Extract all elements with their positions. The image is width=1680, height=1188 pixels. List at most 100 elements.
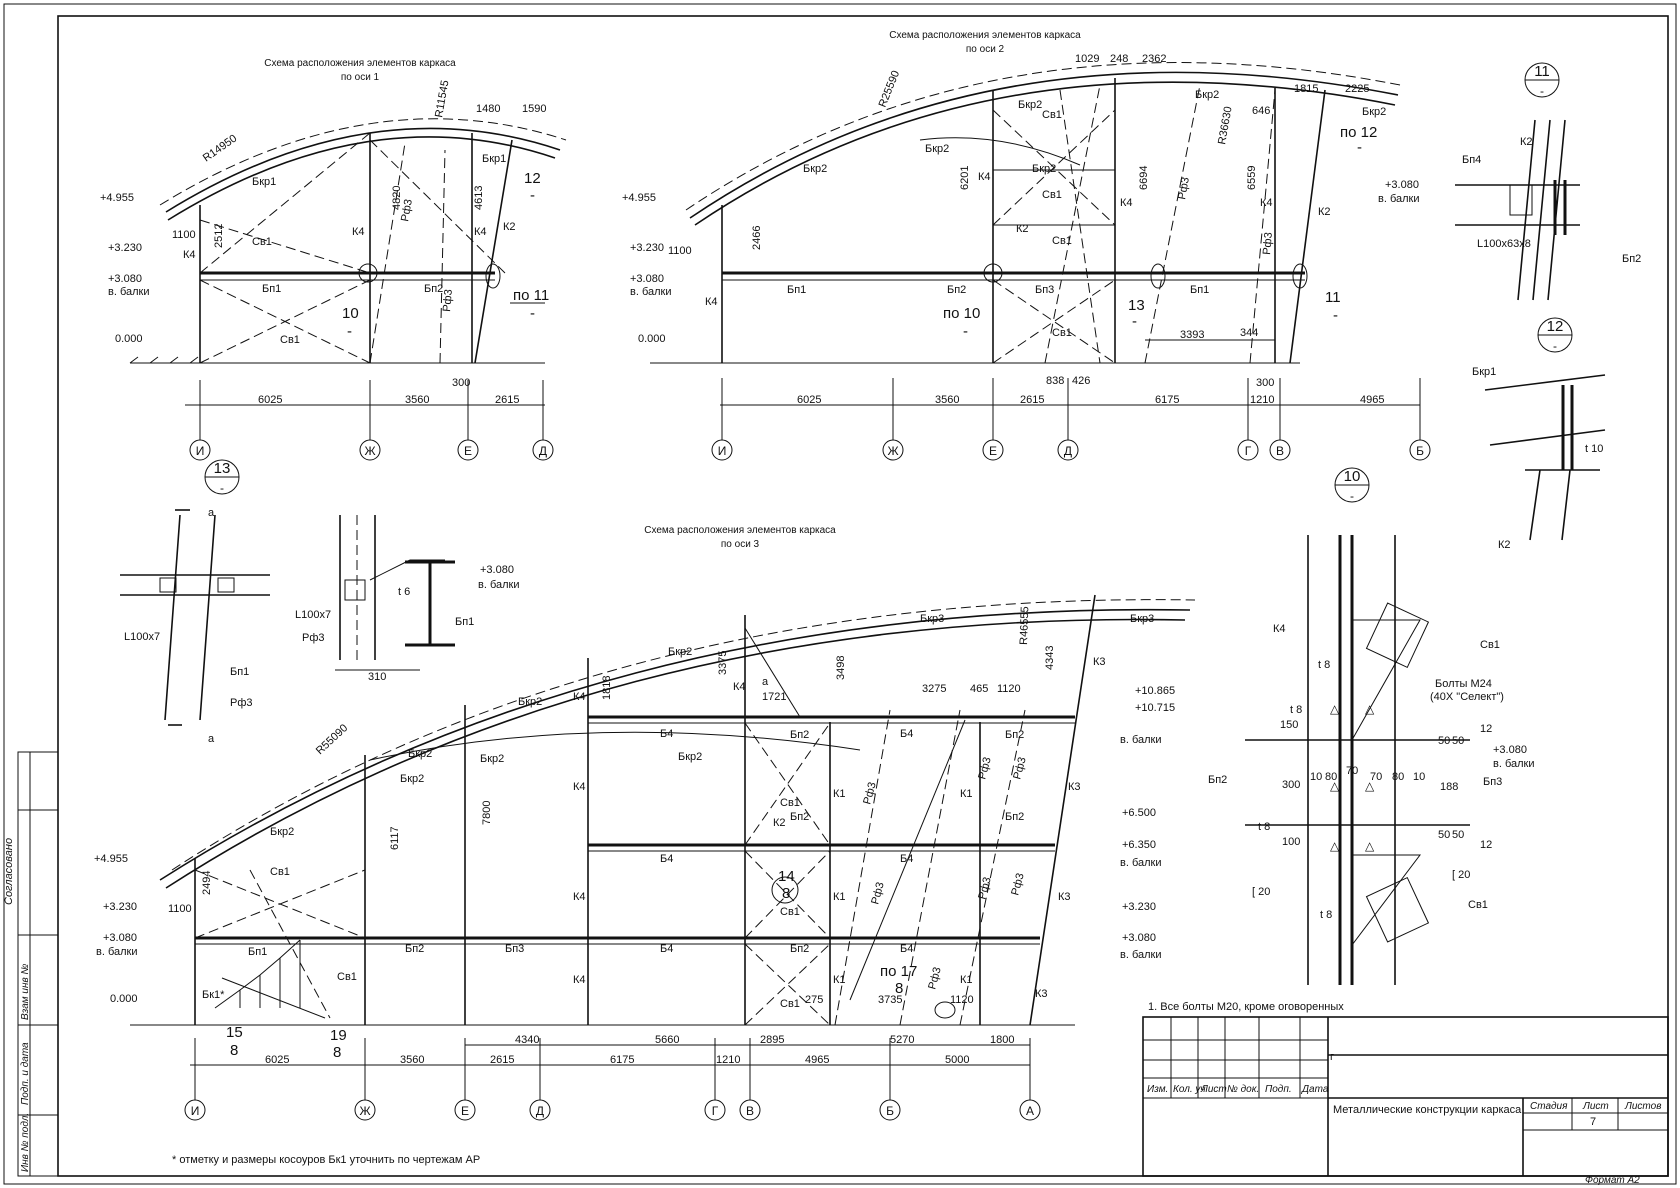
v3-axis-bubble — [704, 1099, 726, 1121]
tb-col-doc: № док. — [1227, 1084, 1259, 1095]
v3-level-6350: +6.350 — [1122, 839, 1156, 851]
v3-callout-14-sub: 8 — [782, 885, 790, 902]
v2-axis-label: И — [718, 444, 727, 458]
saa-angle: L100x7 — [295, 609, 331, 621]
v3-axis-label: И — [191, 1104, 200, 1118]
v3-element-label: К4 — [573, 974, 586, 986]
v3-element-label: Бк1* — [202, 989, 225, 1001]
v3-element-label: Бп2 — [790, 729, 809, 741]
v2-el-sv1b: Св1 — [1042, 189, 1062, 201]
v2-vdim-646: 646 — [1252, 105, 1270, 117]
v2-el-bkr2b: Бкр2 — [925, 143, 949, 155]
v1-level-vbalki: в. балки — [108, 286, 150, 298]
v3-level-3080: +3.080 — [103, 932, 137, 944]
v3-element-label: Бкр2 — [678, 751, 702, 763]
d10-50a: 50 — [1438, 735, 1450, 747]
v2-dim-b3: 2615 — [1020, 394, 1044, 406]
v1-level-3080: +3.080 — [108, 273, 142, 285]
v2-callout-10-sub: - — [963, 323, 968, 340]
v2-el-bp1b: Бп1 — [1190, 284, 1209, 296]
v2-el-bp1a: Бп1 — [787, 284, 806, 296]
v3-dim-r2-5: 1210 — [716, 1054, 740, 1066]
v2-vdim-6201: 6201 — [959, 166, 971, 190]
d10-10a: 10 — [1310, 771, 1322, 783]
v2-el-k4b: К4 — [978, 171, 991, 183]
v2-vdim-6694: 6694 — [1138, 166, 1150, 190]
v2-dim-248: 248 — [1110, 53, 1128, 65]
v2-el-bp2: Бп2 — [947, 284, 966, 296]
v3-vdim-2494: 2494 — [201, 871, 213, 895]
v3-dim-r1-4: 5270 — [890, 1034, 914, 1046]
saa-bp1: Бп1 — [455, 616, 474, 628]
v3-dim-r2-7: 5000 — [945, 1054, 969, 1066]
v3-element-label: Бкр2 — [270, 826, 294, 838]
inner-frame — [57, 15, 1669, 1177]
v2-callout-13-sub: - — [1132, 313, 1137, 330]
v3-dim-1721: 1721 — [762, 691, 786, 703]
v3-axis-label: В — [746, 1104, 754, 1118]
d10-70a: 70 — [1346, 765, 1358, 777]
v3-callout-19: 19 — [330, 1027, 347, 1044]
view2-title-line2: по оси 2 — [966, 44, 1005, 55]
v3-element-label: К4 — [733, 681, 746, 693]
d10-ch20b: [ 20 — [1252, 886, 1270, 898]
v1-el-k4b: К4 — [352, 226, 365, 238]
v3-callout-14: 14 — [778, 868, 795, 885]
v3-element-label: К1 — [833, 974, 846, 986]
v3-dim-r2-6: 4965 — [805, 1054, 829, 1066]
v2-level-vbalki: в. балки — [630, 286, 672, 298]
d13-a-bot: а — [208, 733, 215, 745]
v2-level-0: 0.000 — [638, 333, 666, 345]
title-block: Изм. Кол. уч Лист № док. Подп. Дата Стад… — [1142, 1016, 1669, 1186]
d11-vbalki: в. балки — [1378, 193, 1420, 205]
v3-element-label: Св1 — [270, 866, 290, 878]
v1-callout-10: 10 — [342, 305, 359, 322]
v1-el-sv1a: Св1 — [252, 236, 272, 248]
svg-text:△: △ — [1330, 702, 1340, 716]
v3-element-label: Бкр2 — [480, 753, 504, 765]
v3-callout-15-sub: 8 — [230, 1042, 238, 1059]
d13-angle: L100x7 — [124, 631, 160, 643]
v3-element-label: К3 — [1058, 891, 1071, 903]
v2-axis-bubble — [1409, 439, 1431, 461]
view2-title-line1: Схема расположения элементов каркаса — [889, 30, 1081, 41]
v3-element-label: Св1 — [337, 971, 357, 983]
v2-callout-12-sub: - — [1357, 139, 1362, 156]
svg-text:△: △ — [1365, 702, 1375, 716]
v2-axis-bubble — [982, 439, 1004, 461]
view1-title-line2: по оси 1 — [341, 72, 380, 83]
v2-el-bkr2c: Бкр2 — [1018, 99, 1042, 111]
d13-bp1: Бп1 — [230, 666, 249, 678]
v3-level-10715: +10.715 — [1135, 702, 1175, 714]
d12-sub: - — [1553, 339, 1557, 353]
d10-sub: - — [1350, 489, 1354, 503]
v3-element-label: Бп2 — [790, 811, 809, 823]
d13-num: 13 — [214, 460, 231, 477]
v2-axis-bubble — [1237, 439, 1259, 461]
v3-element-label: К1 — [833, 788, 846, 800]
v3-callout-17-sub: 8 — [895, 980, 903, 997]
d10-10b: 10 — [1413, 771, 1425, 783]
v2-dim-b4: 6175 — [1155, 394, 1179, 406]
d11-angle: L100x63x8 — [1477, 238, 1531, 250]
v1-radius-2: R11545 — [433, 79, 451, 118]
d10-80a: 80 — [1325, 771, 1337, 783]
left-stamp: Согласовано Взам инв № Подп. и дата Инв … — [3, 751, 59, 1177]
saa-rf3: Рф3 — [302, 632, 325, 644]
d10-100: 100 — [1282, 836, 1300, 848]
brace-rf3 — [369, 142, 446, 364]
tb-col-date: Дата — [1301, 1084, 1329, 1095]
d10-150: 150 — [1280, 719, 1298, 731]
d10-50c: 50 — [1438, 829, 1450, 841]
v3-axis-bubble — [184, 1099, 206, 1121]
detail-11: 11 - К2 Бп4 +3.080 в. балки L100x63x8 Бп… — [1378, 62, 1641, 301]
d13-rf3: Рф3 — [230, 697, 253, 709]
v3-dim-r1-3: 2895 — [760, 1034, 784, 1046]
v3-radius-1: R55090 — [314, 722, 350, 757]
v2-el-k4a: К4 — [705, 296, 718, 308]
d10-ch20a: [ 20 — [1452, 869, 1470, 881]
v2-axis-label: В — [1276, 444, 1284, 458]
v3-axis-bubble — [879, 1099, 901, 1121]
d10-50b: 50 — [1452, 735, 1464, 747]
